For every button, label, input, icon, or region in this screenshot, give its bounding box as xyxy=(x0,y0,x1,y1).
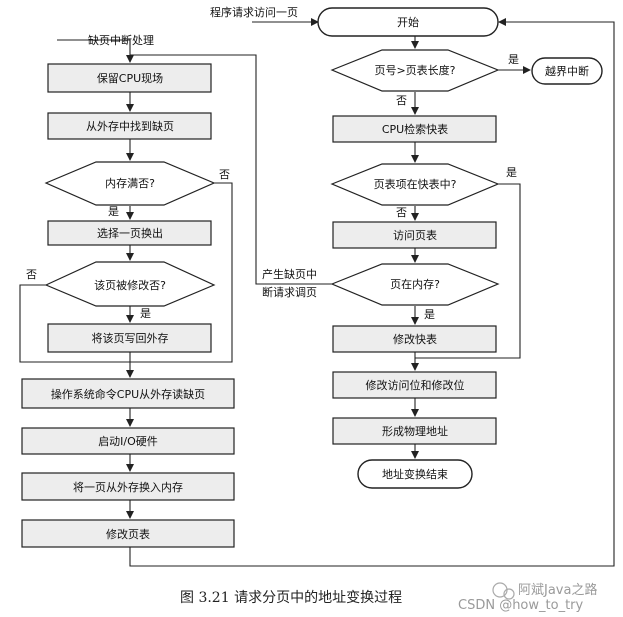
mem-full-yes: 是 xyxy=(108,205,119,218)
svg-text:页表项在快表中?: 页表项在快表中? xyxy=(374,177,457,191)
modified-yes: 是 xyxy=(140,307,151,320)
in-mem-yes: 是 xyxy=(424,308,435,321)
svg-text:形成物理地址: 形成物理地址 xyxy=(382,424,448,438)
start-io-box: 启动I/O硬件 xyxy=(21,427,235,455)
csdn-watermark: CSDN @how_to_try xyxy=(458,598,584,613)
svg-text:操作系统命令CPU从外存读缺页: 操作系统命令CPU从外存读缺页 xyxy=(51,387,205,401)
wechat-watermark: 阿斌Java之路 xyxy=(492,582,597,600)
svg-text:修改快表: 修改快表 xyxy=(393,332,437,346)
svg-text:越界中断: 越界中断 xyxy=(545,64,589,78)
start-terminal: 开始 xyxy=(317,7,499,37)
swap-in-box: 将一页从外存换入内存 xyxy=(21,472,235,501)
access-table-box: 访问页表 xyxy=(332,221,497,249)
page-len-no: 否 xyxy=(396,94,407,107)
form-addr-box: 形成物理地址 xyxy=(332,417,497,445)
modified-decision: 该页被修改否? xyxy=(44,261,216,307)
os-read-box: 操作系统命令CPU从外存读缺页 xyxy=(21,378,235,409)
request-label: 程序请求访问一页 xyxy=(210,5,298,19)
wechat-watermark-text: 阿斌Java之路 xyxy=(518,582,597,598)
svg-text:页号>页表长度?: 页号>页表长度? xyxy=(374,63,455,77)
right-connectors xyxy=(130,18,531,459)
svg-text:选择一页换出: 选择一页换出 xyxy=(97,226,163,240)
wechat-icon-small xyxy=(503,588,515,600)
left-connectors xyxy=(19,18,615,567)
write-back-box: 将该页写回外存 xyxy=(47,323,212,353)
mem-full-decision: 内存满否? xyxy=(44,161,216,206)
modified-no: 否 xyxy=(26,268,37,281)
select-swap-box: 选择一页换出 xyxy=(47,220,212,246)
in-mem-decision: 页在内存? xyxy=(330,263,500,306)
update-table-box: 修改页表 xyxy=(21,519,235,548)
svg-text:保留CPU现场: 保留CPU现场 xyxy=(97,71,163,85)
svg-text:CPU检索快表: CPU检索快表 xyxy=(382,122,448,136)
out-of-bounds-terminal: 越界中断 xyxy=(531,57,603,85)
fault-note-2: 断请求调页 xyxy=(262,285,317,299)
in-tlb-decision: 页表项在快表中? xyxy=(330,163,500,206)
svg-text:地址变换结束: 地址变换结束 xyxy=(382,467,448,481)
svg-text:访问页表: 访问页表 xyxy=(393,228,437,242)
start-label: 开始 xyxy=(397,15,419,29)
svg-text:修改访问位和修改位: 修改访问位和修改位 xyxy=(366,378,465,392)
svg-text:将该页写回外存: 将该页写回外存 xyxy=(92,331,169,345)
update-tlb-box: 修改快表 xyxy=(332,325,497,353)
svg-text:该页被修改否?: 该页被修改否? xyxy=(94,278,166,292)
end-terminal: 地址变换结束 xyxy=(357,459,473,489)
figure-caption: 图 3.21 请求分页中的地址变换过程 xyxy=(180,589,402,606)
fault-note-1: 产生缺页中 xyxy=(262,267,317,281)
in-tlb-yes: 是 xyxy=(506,166,517,179)
find-page-box: 从外存中找到缺页 xyxy=(47,112,212,140)
svg-text:页在内存?: 页在内存? xyxy=(390,277,440,291)
update-bits-box: 修改访问位和修改位 xyxy=(332,371,497,399)
svg-text:启动I/O硬件: 启动I/O硬件 xyxy=(98,435,158,448)
page-len-decision: 页号>页表长度? xyxy=(330,49,500,92)
search-tlb-box: CPU检索快表 xyxy=(332,115,497,143)
save-cpu-box: 保留CPU现场 xyxy=(47,63,212,93)
svg-text:内存满否?: 内存满否? xyxy=(105,176,155,190)
in-tlb-no: 否 xyxy=(396,206,407,219)
svg-text:从外存中找到缺页: 从外存中找到缺页 xyxy=(86,119,174,133)
page-len-yes: 是 xyxy=(508,53,519,66)
svg-text:修改页表: 修改页表 xyxy=(106,527,150,541)
svg-text:将一页从外存换入内存: 将一页从外存换入内存 xyxy=(73,480,183,494)
fault-title: 缺页中断处理 xyxy=(88,33,154,47)
mem-full-no: 否 xyxy=(219,168,230,181)
wechat-icon xyxy=(492,582,508,598)
